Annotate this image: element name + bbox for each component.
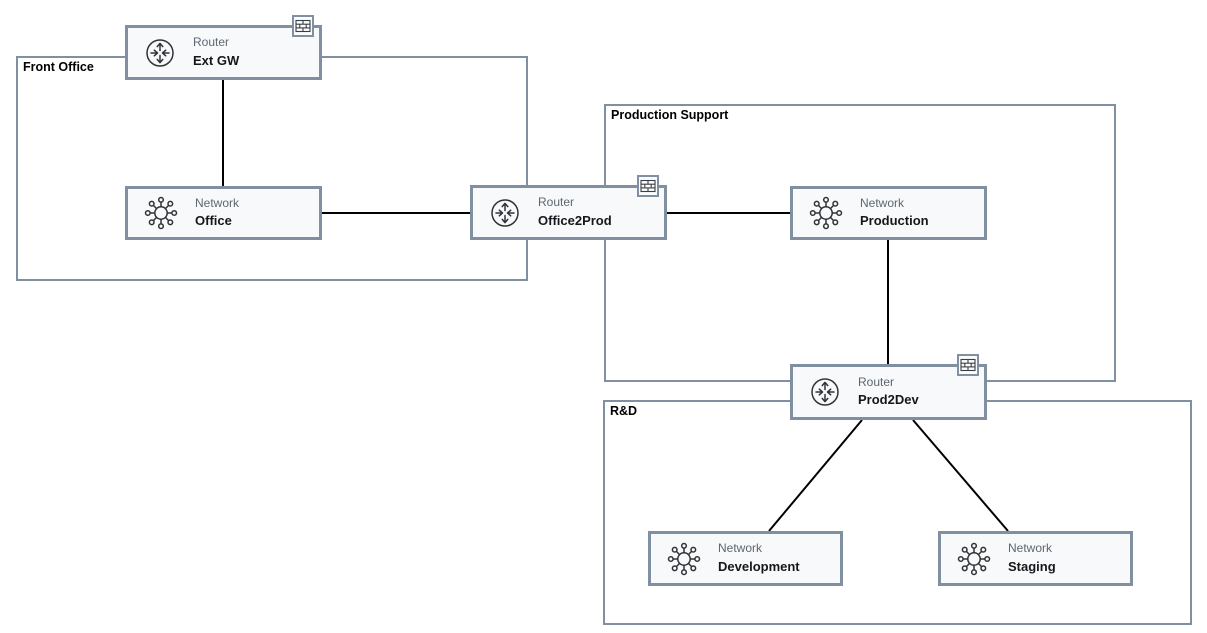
group-label: Production Support <box>611 108 729 122</box>
node-type-label: Network <box>718 541 763 556</box>
node-type-label: Router <box>858 374 895 389</box>
router-icon <box>809 376 841 408</box>
node-type-label: Network <box>1008 541 1053 556</box>
network-icon <box>667 542 701 576</box>
node-type-label: Router <box>538 195 575 210</box>
group-label: Front Office <box>23 60 94 74</box>
node-name-label: Development <box>718 558 800 574</box>
network-icon <box>957 542 991 576</box>
node-name-label: Production <box>860 213 929 229</box>
router-icon <box>489 197 521 229</box>
node-name-label: Prod2Dev <box>858 392 919 408</box>
firewall-badge-icon <box>957 354 979 376</box>
node-name-label: Staging <box>1008 558 1056 574</box>
edge-prod2dev-staging[interactable] <box>912 419 1009 532</box>
network-icon <box>144 196 178 230</box>
node-type-label: Network <box>860 195 905 210</box>
node-type-label: Network <box>195 195 240 210</box>
group-label: R&D <box>610 404 638 418</box>
node-name-label: Office <box>195 213 232 229</box>
edge-prod2dev-development[interactable] <box>768 419 863 532</box>
node-name-label: Ext GW <box>193 52 240 68</box>
router-icon <box>144 37 176 69</box>
node-type-label: Router <box>193 35 230 50</box>
firewall-badge-icon <box>637 175 659 197</box>
network-icon <box>809 196 843 230</box>
firewall-badge-icon <box>292 15 314 37</box>
node-name-label: Office2Prod <box>538 212 612 228</box>
